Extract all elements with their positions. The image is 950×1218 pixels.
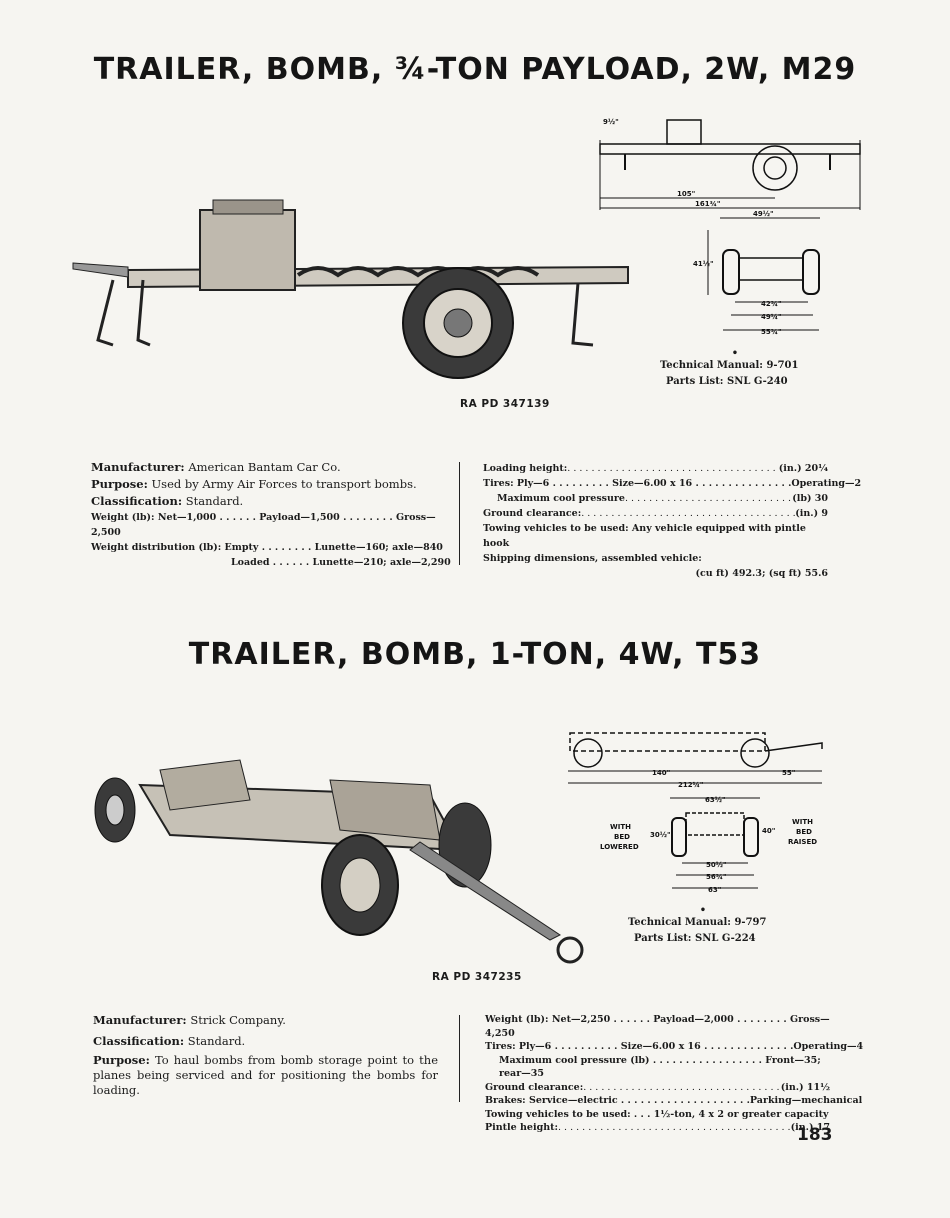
t53-lowered: LOWERED [600, 843, 639, 851]
page-number: 183 [797, 1125, 833, 1145]
m29-weight-distribution-loaded: Loaded . . . . . . Lunette—210; axle—2,2… [231, 557, 451, 568]
t53-tires-label: Tires: Ply—6 . . . . . . . . . . Size—6.… [485, 1041, 794, 1052]
t53-raised: RAISED [788, 838, 817, 846]
t53-dim-e: 30½" [650, 831, 671, 839]
m29-shipping: Shipping dimensions, assembled vehicle: [483, 553, 702, 564]
m29-spec-left: Manufacturer: American Bantam Car Co. Pu… [91, 459, 451, 570]
m29-dim-d: 49½" [753, 210, 774, 218]
t53-brakes-value: Parking—mechanical [749, 1095, 863, 1106]
t53-dim-d: 63½" [705, 796, 726, 804]
t53-purpose-label: Purpose: [93, 1053, 150, 1067]
m29-shipping-value: (cu ft) 492.3; (sq ft) 55.6 [695, 568, 828, 579]
t53-dim-i: 63" [708, 886, 721, 894]
t53-towing: Towing vehicles to be used: . . . 1½-ton… [485, 1108, 829, 1120]
m29-references: • Technical Manual: 9-701 Parts List: SN… [660, 349, 810, 390]
t53-purpose: To haul bombs from bomb storage point to… [93, 1053, 439, 1097]
m29-purpose: Used by Army Air Forces to transport bom… [151, 477, 417, 491]
m29-tech-manual: Technical Manual: 9-701 [660, 360, 799, 371]
t53-dimension-diagram: 140" 55" 212¼" 63½" 30½" 40" WITH BED LO… [568, 732, 823, 894]
t53-trailer-illustration [94, 759, 584, 964]
t53-dim-b: 55" [782, 769, 795, 777]
m29-dim-h: 55¾" [761, 328, 782, 336]
t53-spec-right: Weight (lb): Net—2,250 . . . . . . Paylo… [485, 1013, 863, 1135]
m29-dim-f: 42¾" [761, 300, 782, 308]
m29-purpose-label: Purpose: [91, 477, 148, 491]
t53-brakes-label: Brakes: Service—electric . . . . . . . .… [485, 1095, 750, 1106]
m29-dim-c: 161¾" [695, 200, 721, 208]
t53-with-2: WITH [792, 818, 813, 826]
m29-weight-distribution: Weight distribution (lb): Empty . . . . … [91, 542, 443, 553]
m29-towing: Towing vehicles to be used: Any vehicle … [483, 523, 806, 549]
t53-spec-left: Manufacturer: Strick Company. Classifica… [93, 1011, 438, 1098]
t53-classification: Standard. [187, 1034, 246, 1048]
m29-dimension-diagram: 9½" 105" 161¾" 49½" 41½" 42¾" 49¼" 55¾" [599, 118, 861, 336]
t53-dim-a: 140" [652, 769, 670, 777]
t53-dim-g: 50½" [706, 861, 727, 869]
m29-weight: Weight (lb): Net—1,000 . . . . . . Paylo… [91, 512, 436, 538]
t53-clearance-value: (in.) 11½ [780, 1081, 830, 1093]
m29-dim-b: 105" [677, 190, 695, 198]
m29-dim-g: 49¼" [761, 313, 782, 321]
t53-dim-h: 56¾" [706, 873, 727, 881]
m29-tires-value: Operating—2 [791, 478, 862, 489]
t53-with-1: WITH [610, 823, 631, 831]
m29-classification-label: Classification: [91, 494, 183, 508]
m29-spec-right: Loading height: (in.) 20¼ Tires: Ply—6 . … [483, 461, 861, 581]
m29-loading-value: (in.) 20¼ [778, 463, 828, 474]
t53-pintle-value: (in.) 17 [790, 1122, 830, 1133]
m29-manufacturer-label: Manufacturer: [91, 460, 185, 474]
m29-ra-pd: RA PD 347139 [460, 398, 550, 410]
m29-pressure-value: (lb) 30 [792, 493, 828, 504]
t53-bed-2: BED [796, 828, 812, 836]
m29-tires-label: Tires: Ply—6 . . . . . . . . . Size—6.00… [483, 478, 792, 489]
t53-tires-value: Operating—4 [793, 1041, 864, 1052]
t53-manufacturer-label: Manufacturer: [93, 1013, 187, 1027]
m29-clearance-label: Ground clearance: [483, 508, 582, 519]
m29-clearance-value: (in.) 9 [795, 508, 828, 519]
m29-divider [459, 462, 460, 565]
t53-ra-pd: RA PD 347235 [432, 971, 522, 983]
m29-title: TRAILER, BOMB, ¾-TON PAYLOAD, 2W, M29 [93, 52, 857, 87]
t53-tech-manual: Technical Manual: 9-797 [628, 917, 767, 928]
m29-dim-a: 9½" [603, 118, 619, 126]
t53-dim-f: 40" [762, 827, 775, 835]
t53-parts-list: Parts List: SNL G-224 [634, 933, 756, 944]
t53-dim-c: 212¼" [678, 781, 704, 789]
m29-trailer-illustration [72, 199, 629, 379]
t53-pressure: Maximum cool pressure (lb) . . . . . . .… [499, 1054, 821, 1080]
t53-divider [459, 1015, 460, 1102]
m29-dim-e: 41½" [693, 260, 714, 268]
t53-pintle-label: Pintle height: [485, 1122, 559, 1133]
m29-classification: Standard. [185, 494, 244, 508]
m29-loading-label: Loading height: [483, 463, 568, 474]
t53-classification-label: Classification: [93, 1034, 185, 1048]
t53-title: TRAILER, BOMB, 1-TON, 4W, T53 [188, 637, 762, 672]
t53-manufacturer: Strick Company. [190, 1013, 286, 1027]
m29-parts-list: Parts List: SNL G-240 [666, 376, 788, 387]
t53-bed-1: BED [614, 833, 630, 841]
t53-clearance-label: Ground clearance: [485, 1081, 584, 1093]
m29-manufacturer: American Bantam Car Co. [188, 460, 341, 474]
m29-pressure-label: Maximum cool pressure [497, 493, 625, 504]
t53-weight: Weight (lb): Net—2,250 . . . . . . Paylo… [485, 1014, 830, 1039]
t53-references: • Technical Manual: 9-797 Parts List: SN… [628, 906, 778, 947]
